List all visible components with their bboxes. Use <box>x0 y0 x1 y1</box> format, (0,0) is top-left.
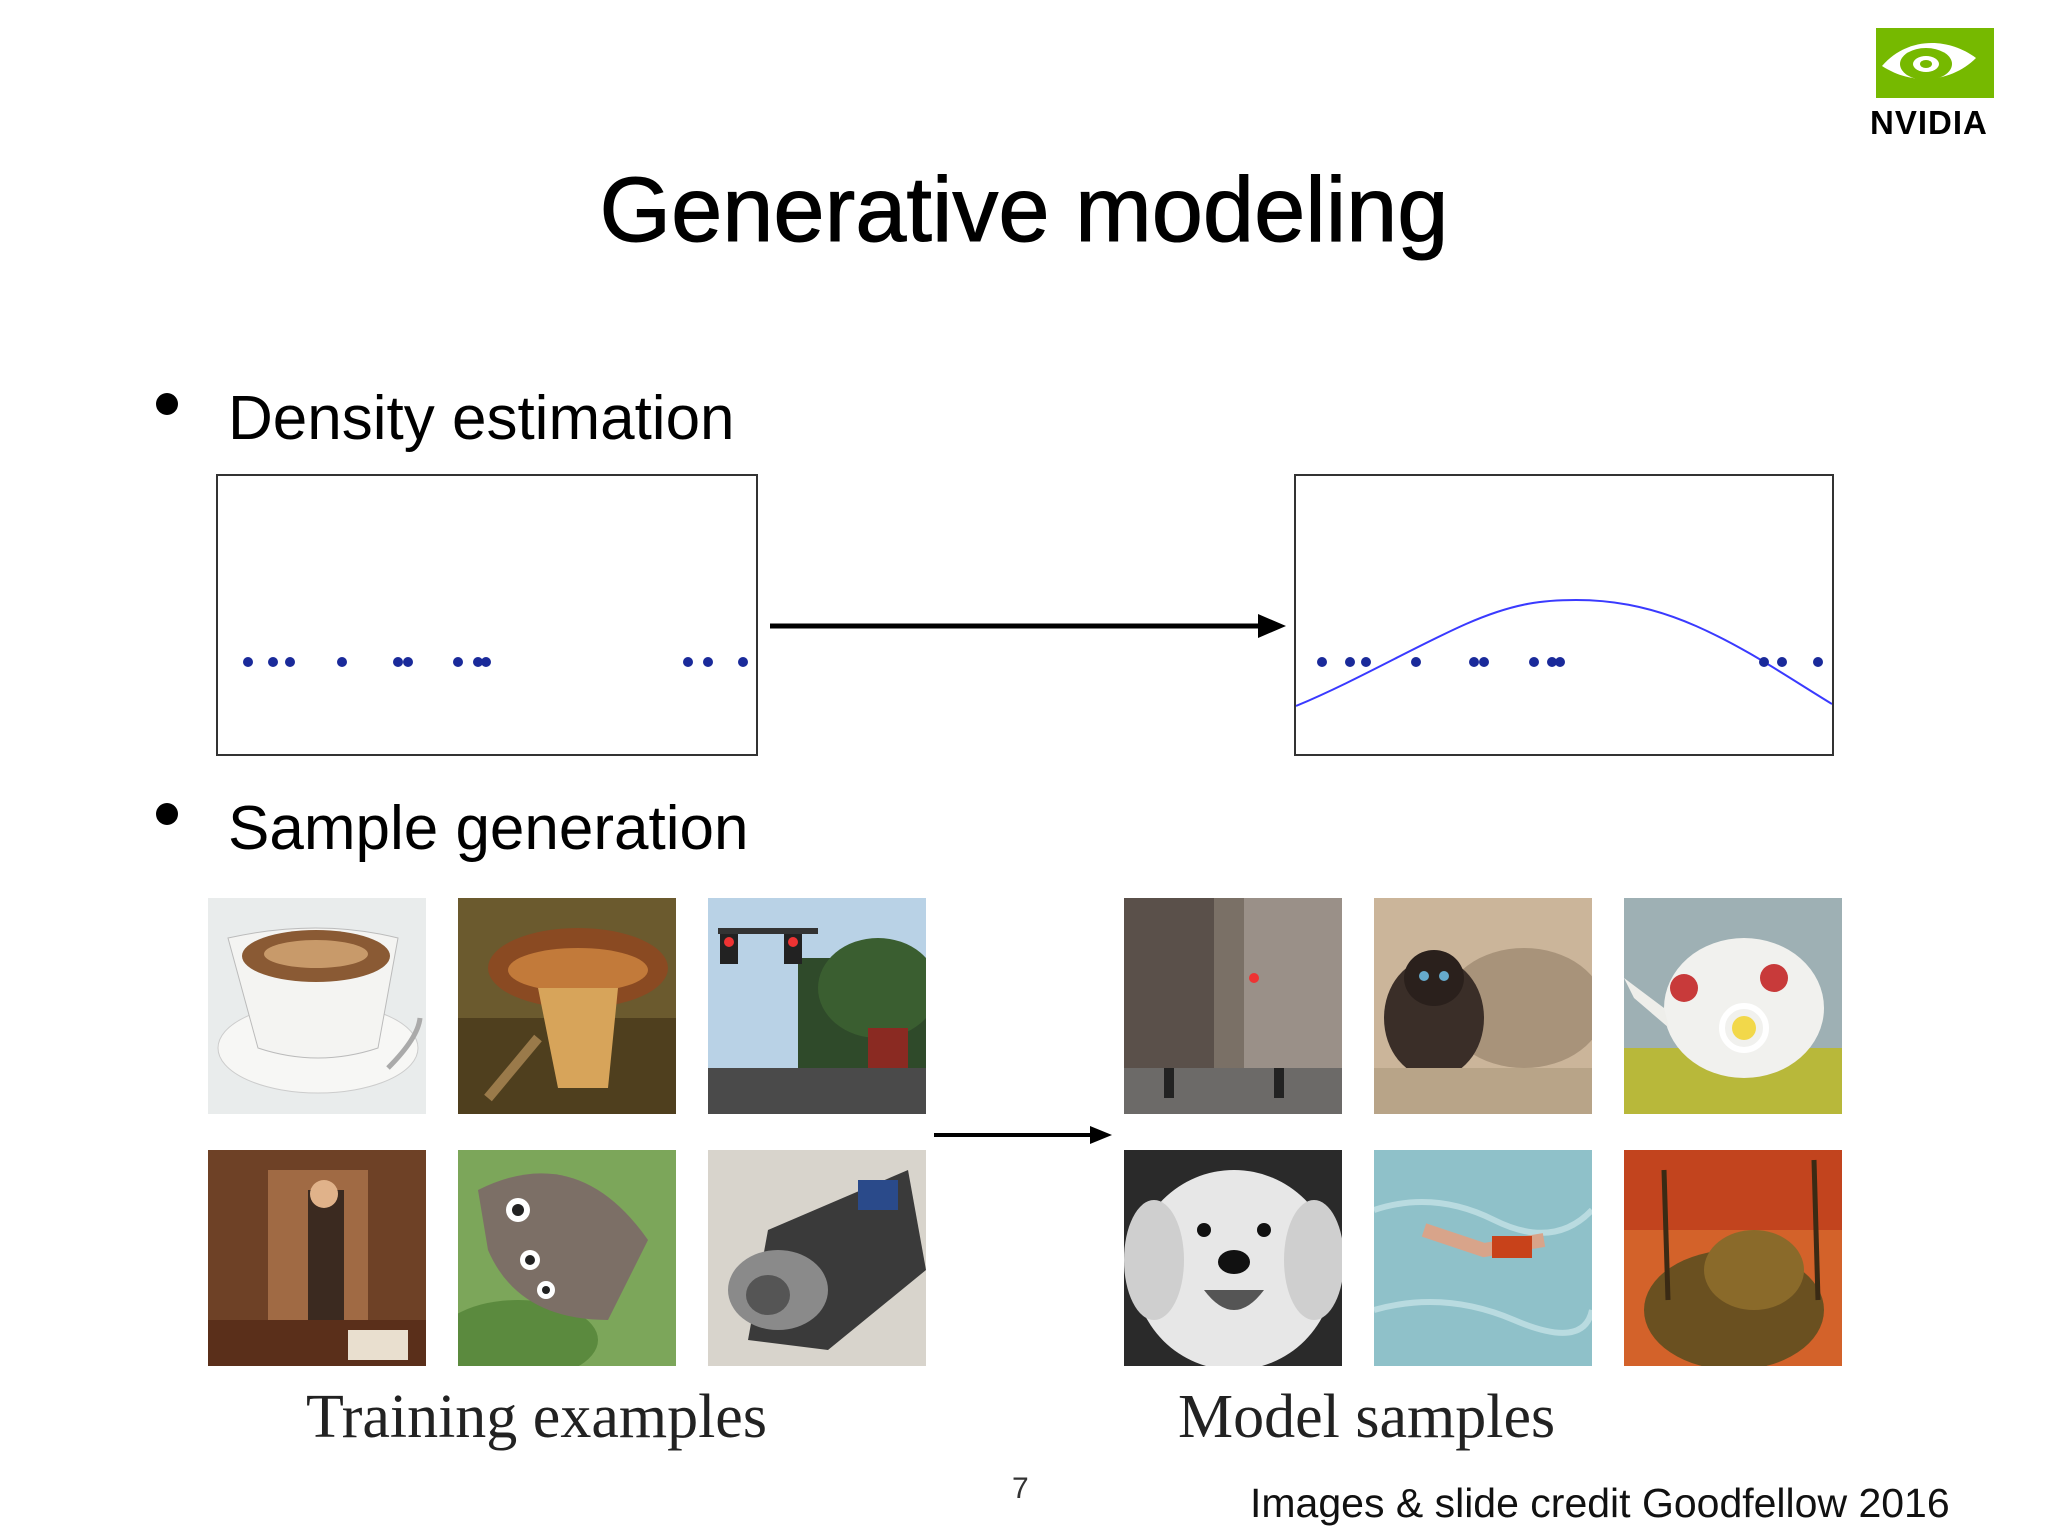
model-image-city <box>1124 898 1342 1114</box>
model-image-teapot <box>1624 898 1842 1114</box>
nvidia-eye-icon <box>1876 28 1994 98</box>
density-arrow <box>770 614 1286 638</box>
bullet-text: Sample generation <box>228 794 749 863</box>
training-image-mushroom <box>458 898 676 1114</box>
density-plot-fitted <box>1294 474 1834 756</box>
model-image-cats <box>1374 898 1592 1114</box>
model-image-mosque <box>1624 1150 1842 1366</box>
training-image-doorway <box>208 1150 426 1366</box>
bullet-density-estimation: Density estimation <box>156 383 735 454</box>
bullet-dot <box>156 803 178 825</box>
training-examples-caption: Training examples <box>306 1383 767 1451</box>
model-image-swimmer <box>1374 1150 1592 1366</box>
training-image-butterfly <box>458 1150 676 1366</box>
density-curve <box>1295 598 1833 707</box>
density-plot-data <box>216 474 758 756</box>
model-image-dog <box>1124 1150 1342 1366</box>
page-number: 7 <box>1012 1472 1029 1505</box>
data-points-figure <box>243 657 748 667</box>
bullet-sample-generation: Sample generation <box>156 793 749 864</box>
bullet-text: Density estimation <box>228 384 735 453</box>
data-points <box>1317 657 1823 667</box>
model-samples-caption: Model samples <box>1178 1383 1556 1451</box>
slide-credit: Images & slide credit Goodfellow 2016 <box>1250 1480 1950 1526</box>
nvidia-logo: NVIDIA <box>1862 28 2012 141</box>
nvidia-wordmark: NVIDIA <box>1870 104 1988 141</box>
sample-arrow <box>934 1126 1112 1144</box>
slide-title: Generative modeling <box>599 159 1449 262</box>
training-image-drill <box>708 1150 926 1366</box>
training-image-street <box>708 898 926 1114</box>
training-image-coffee <box>208 898 426 1114</box>
data-points <box>243 657 748 667</box>
fitted-density-figure <box>1295 598 1833 707</box>
bullet-dot <box>156 393 178 415</box>
